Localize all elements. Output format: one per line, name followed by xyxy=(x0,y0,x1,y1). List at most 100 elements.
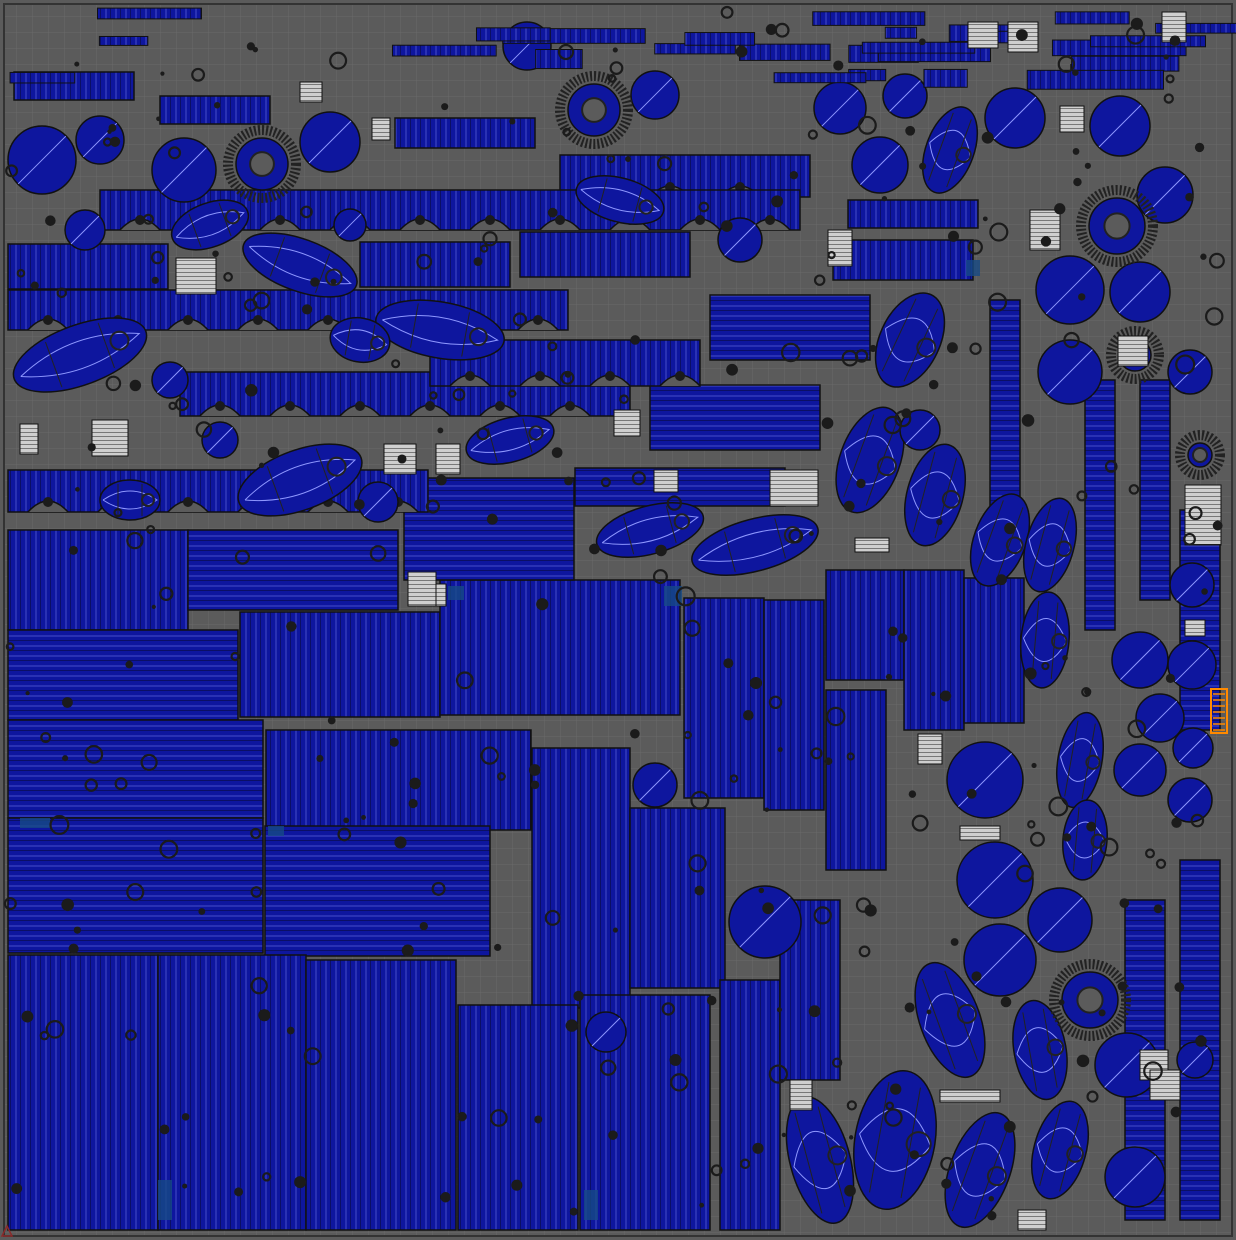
uv-island-ring xyxy=(223,125,301,203)
bolt-hole-icon xyxy=(883,415,902,435)
uv-island-pod xyxy=(835,406,905,514)
bolt-hole-icon xyxy=(327,716,336,725)
bolt-hole-icon xyxy=(855,897,872,913)
bolt-hole-icon xyxy=(780,342,801,363)
uv-island-hardware xyxy=(1059,105,1085,133)
bolt-hole-icon xyxy=(113,508,123,518)
bolt-hole-icon xyxy=(706,995,717,1006)
bolt-hole-icon xyxy=(928,379,939,390)
bolt-hole-icon xyxy=(258,462,265,469)
uv-island-disc xyxy=(1176,1041,1214,1079)
bolt-hole-icon xyxy=(1170,1106,1182,1118)
uv-island-disc xyxy=(299,111,361,173)
bolt-hole-icon xyxy=(1021,414,1035,427)
bolt-hole-icon xyxy=(810,747,823,760)
bolt-hole-icon xyxy=(771,195,784,208)
bolt-hole-icon xyxy=(1004,522,1016,535)
bolt-hole-icon xyxy=(56,287,67,299)
bolt-hole-icon xyxy=(768,1064,788,1084)
bolt-hole-icon xyxy=(125,660,134,669)
bolt-hole-icon xyxy=(777,747,783,753)
bolt-hole-icon xyxy=(788,528,804,544)
bolt-hole-icon xyxy=(245,384,258,397)
uv-island-panel xyxy=(832,239,974,281)
bolt-hole-icon xyxy=(848,1135,854,1140)
bolt-hole-icon xyxy=(73,926,81,934)
bolt-hole-icon xyxy=(683,619,701,637)
bolt-hole-icon xyxy=(511,1179,523,1191)
bolt-hole-icon xyxy=(1165,74,1175,84)
bolt-hole-icon xyxy=(609,61,624,76)
bolt-hole-icon xyxy=(625,156,632,163)
bolt-hole-icon xyxy=(69,545,79,555)
bolt-hole-icon xyxy=(391,359,401,369)
bolt-hole-icon xyxy=(480,746,499,765)
uv-island-sliver xyxy=(1071,55,1180,72)
bolt-hole-icon xyxy=(108,123,117,132)
uv-island-panel xyxy=(7,719,264,819)
bolt-hole-icon xyxy=(655,544,667,557)
uv-island-sliver xyxy=(9,71,76,84)
uv-island-sliver xyxy=(98,35,149,46)
bolt-hole-icon xyxy=(726,363,738,376)
uv-island-pod xyxy=(375,299,505,361)
bolt-hole-icon xyxy=(437,427,444,434)
bolt-hole-icon xyxy=(151,604,156,610)
bolt-hole-icon xyxy=(969,342,982,355)
uv-island-sliver xyxy=(861,41,976,54)
uv-island-hardware xyxy=(967,21,999,49)
bolt-hole-icon xyxy=(416,253,433,270)
uv-island-pod xyxy=(1019,591,1071,689)
uv-island-disc xyxy=(946,741,1024,819)
bolt-hole-icon xyxy=(230,651,240,662)
uv-teal-patch xyxy=(966,260,980,276)
uv-island-pod xyxy=(691,514,819,576)
uv-island-hardware xyxy=(1184,619,1206,637)
bolt-hole-icon xyxy=(967,239,983,255)
bolt-hole-icon xyxy=(1099,837,1119,857)
bolt-hole-icon xyxy=(729,774,739,783)
uv-island-panel xyxy=(239,611,441,718)
bolt-hole-icon xyxy=(1169,35,1181,47)
uv-island-pod xyxy=(785,1095,855,1225)
bolt-hole-icon xyxy=(758,887,765,894)
uv-island-pod xyxy=(1062,799,1108,881)
bolt-hole-icon xyxy=(941,1178,952,1189)
bolt-hole-icon xyxy=(821,417,834,430)
uv-island-pod xyxy=(1030,1100,1090,1200)
bolt-hole-icon xyxy=(831,1057,843,1068)
bolt-hole-icon xyxy=(981,131,994,144)
bolt-hole-icon xyxy=(721,220,733,232)
bolt-hole-icon xyxy=(425,499,440,514)
uv-island-disc xyxy=(813,81,867,135)
bolt-hole-icon xyxy=(5,642,15,652)
bolt-hole-icon xyxy=(768,695,783,710)
uv-island-sliver xyxy=(1090,35,1206,48)
uv-island-pod xyxy=(242,232,358,298)
bolt-hole-icon xyxy=(75,487,80,492)
bolt-hole-icon xyxy=(824,757,833,766)
bolt-hole-icon xyxy=(429,391,438,400)
bolt-hole-icon xyxy=(234,1187,244,1197)
uv-island-pod xyxy=(170,199,250,251)
uv-teal-patch xyxy=(448,586,464,600)
bolt-hole-icon xyxy=(607,74,617,83)
uv-island-panel xyxy=(579,994,711,1231)
bolt-hole-icon xyxy=(1086,1090,1099,1103)
bolt-hole-icon xyxy=(159,586,174,601)
bolt-hole-icon xyxy=(1000,996,1012,1008)
bolt-hole-icon xyxy=(25,691,30,696)
bolt-hole-icon xyxy=(856,478,866,489)
bolt-hole-icon xyxy=(888,626,898,637)
uv-island-panel xyxy=(847,199,979,229)
uv-island-sliver xyxy=(923,68,968,88)
uv-island-ring xyxy=(1076,185,1158,267)
bolt-hole-icon xyxy=(482,231,498,247)
bolt-hole-icon xyxy=(250,827,262,839)
uv-island-sliver xyxy=(812,11,926,26)
bolt-hole-icon xyxy=(330,278,337,285)
uv-island-ring xyxy=(1049,959,1131,1041)
bolt-hole-icon xyxy=(1063,331,1080,349)
bolt-hole-icon xyxy=(191,67,206,82)
uv-island-panel xyxy=(157,954,307,1231)
